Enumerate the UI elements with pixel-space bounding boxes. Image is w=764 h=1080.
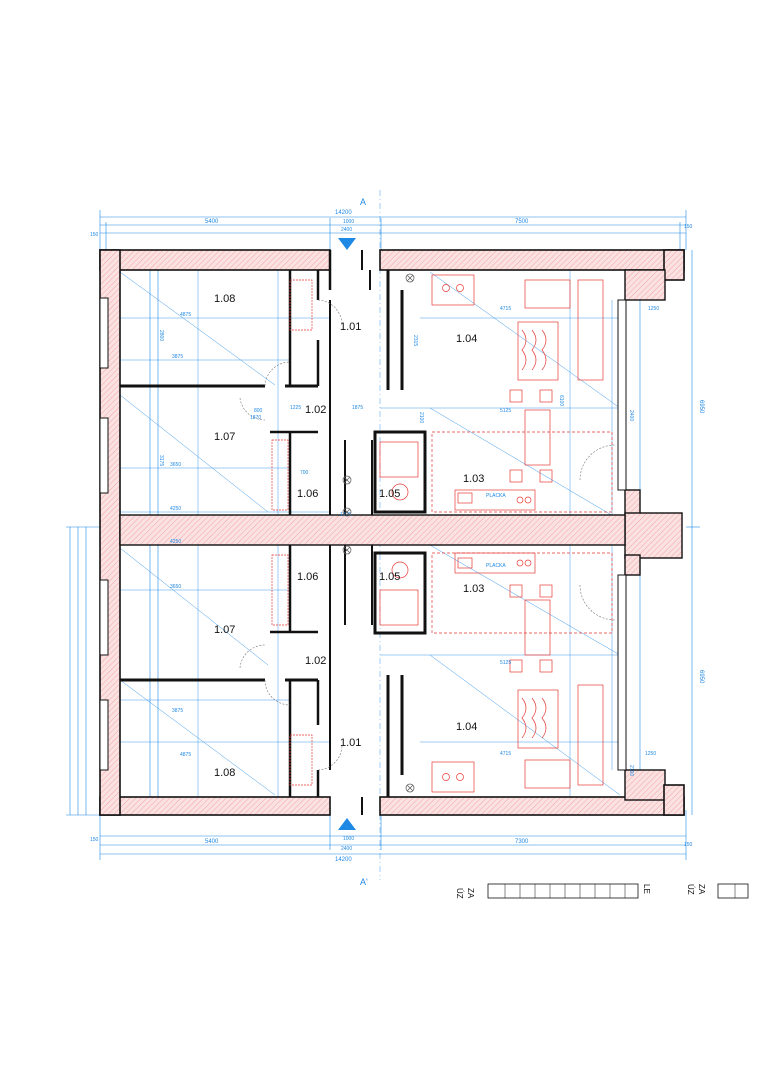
- dim-5125-bottom: 5125: [500, 660, 511, 666]
- table-col-uz: ÚZ: [455, 888, 464, 899]
- room-1-07-bottom: 1.07: [214, 624, 235, 636]
- table-col-uz-2: ÚZ: [686, 884, 695, 895]
- furniture: [271, 274, 613, 793]
- dim-edge-left-top: 150: [90, 232, 99, 238]
- dim-6950-top: 6950: [698, 400, 704, 414]
- section-arrow-bottom: [338, 818, 356, 830]
- dim-2100-right: 2100: [628, 765, 634, 776]
- room-1-01-top: 1.01: [340, 321, 361, 333]
- room-1-04-bottom: 1.04: [456, 721, 477, 733]
- dim-2400-bottom: 2400: [341, 846, 352, 852]
- dim-1875: 1875: [352, 405, 363, 411]
- room-1-07-top: 1.07: [214, 431, 235, 443]
- dim-800: 800: [254, 408, 263, 414]
- dim-edge-left-bottom: 150: [90, 837, 99, 843]
- room-1-02-bottom: 1.02: [305, 655, 326, 667]
- section-markers: A A': [338, 197, 368, 887]
- dim-1250: 1250: [648, 306, 659, 312]
- dim-4875-bottom: 4875: [180, 752, 191, 758]
- room-1-06-top: 1.06: [297, 488, 318, 500]
- table-col-za-2: ZA: [697, 884, 706, 895]
- dim-2400-right: 2400: [628, 410, 634, 421]
- room-1-02-top: 1.02: [305, 404, 326, 416]
- dim-left-top: 5400: [205, 219, 219, 225]
- room-1-01-bottom: 1.01: [340, 737, 361, 749]
- dim-right-top: 7500: [515, 219, 529, 225]
- dim-4875-top: 4875: [180, 312, 191, 318]
- section-arrow-top: [338, 238, 356, 250]
- dim-4715-top: 4715: [500, 306, 511, 312]
- bottom-dimensions: [99, 810, 687, 860]
- dim-2100: 2100: [418, 412, 424, 423]
- room-1-05-top: 1.05: [379, 488, 400, 500]
- dim-3175-top: 3175: [158, 455, 164, 466]
- dim-1870: 1870: [250, 415, 261, 421]
- title-block: ÚZ ZA LE ÚZ ZA: [455, 883, 749, 899]
- dim-4715-bottom: 4715: [500, 751, 511, 757]
- room-1-03-top: 1.03: [463, 473, 484, 485]
- section-label-bottom: A': [360, 877, 368, 887]
- dim-2800-top: 2800: [158, 330, 164, 341]
- dim-2400-top: 2400: [341, 227, 352, 233]
- dim-1000-bottom: 1000: [343, 836, 354, 842]
- dim-700: 700: [300, 470, 309, 476]
- label-placka-top: PLACKA: [486, 493, 506, 499]
- exterior-walls: [99, 249, 685, 816]
- room-1-03-bottom: 1.03: [463, 583, 484, 595]
- dim-edge-right-bottom: 150: [684, 842, 693, 848]
- top-dimensions: [99, 210, 687, 250]
- dim-1775: 1775: [340, 512, 351, 518]
- dim-total-top: 14200: [335, 210, 352, 216]
- room-1-04-top: 1.04: [456, 333, 477, 345]
- dim-4250-bottom: 4250: [170, 539, 181, 545]
- dim-6950-bottom: 6950: [698, 670, 704, 684]
- dim-3875-bottom: 3875: [172, 708, 183, 714]
- dim-4250-top: 4250: [170, 506, 181, 512]
- dim-edge-right-top: 150: [684, 224, 693, 230]
- room-1-05-bottom: 1.05: [379, 571, 400, 583]
- dim-3875-top: 3875: [172, 354, 183, 360]
- dim-2315: 2315: [412, 335, 418, 346]
- room-1-06-bottom: 1.06: [297, 571, 318, 583]
- door-swings: [239, 299, 616, 771]
- room-1-08-top: 1.08: [214, 293, 235, 305]
- section-label-top: A: [360, 197, 366, 207]
- room-1-08-bottom: 1.08: [214, 767, 235, 779]
- dim-3650-top: 3650: [170, 462, 181, 468]
- dimension-text: 14200 5400 7500 1000 2400 150 150 5400 7…: [90, 210, 704, 863]
- dim-total-bottom: 14200: [335, 857, 352, 863]
- dim-left-bottom: 5400: [205, 839, 219, 845]
- installation-symbols: [342, 273, 415, 793]
- table-col-za: ZA: [466, 888, 475, 899]
- dim-right-bottom: 7300: [515, 839, 529, 845]
- label-placka-bottom: PLACKA: [486, 563, 506, 569]
- dim-3650-bottom: 3650: [170, 584, 181, 590]
- interior-walls: [120, 250, 427, 815]
- room-labels: 1.08 1.01 1.04 1.02 1.07 1.03 1.06 1.05 …: [214, 293, 484, 779]
- dim-1225: 1225: [290, 405, 301, 411]
- table-col-le: LE: [642, 884, 651, 894]
- dim-5125-top: 5125: [500, 408, 511, 414]
- dim-1250-bottom: 1250: [645, 751, 656, 757]
- dim-1000-top: 1000: [343, 219, 354, 225]
- dim-6100: 6100: [558, 395, 564, 406]
